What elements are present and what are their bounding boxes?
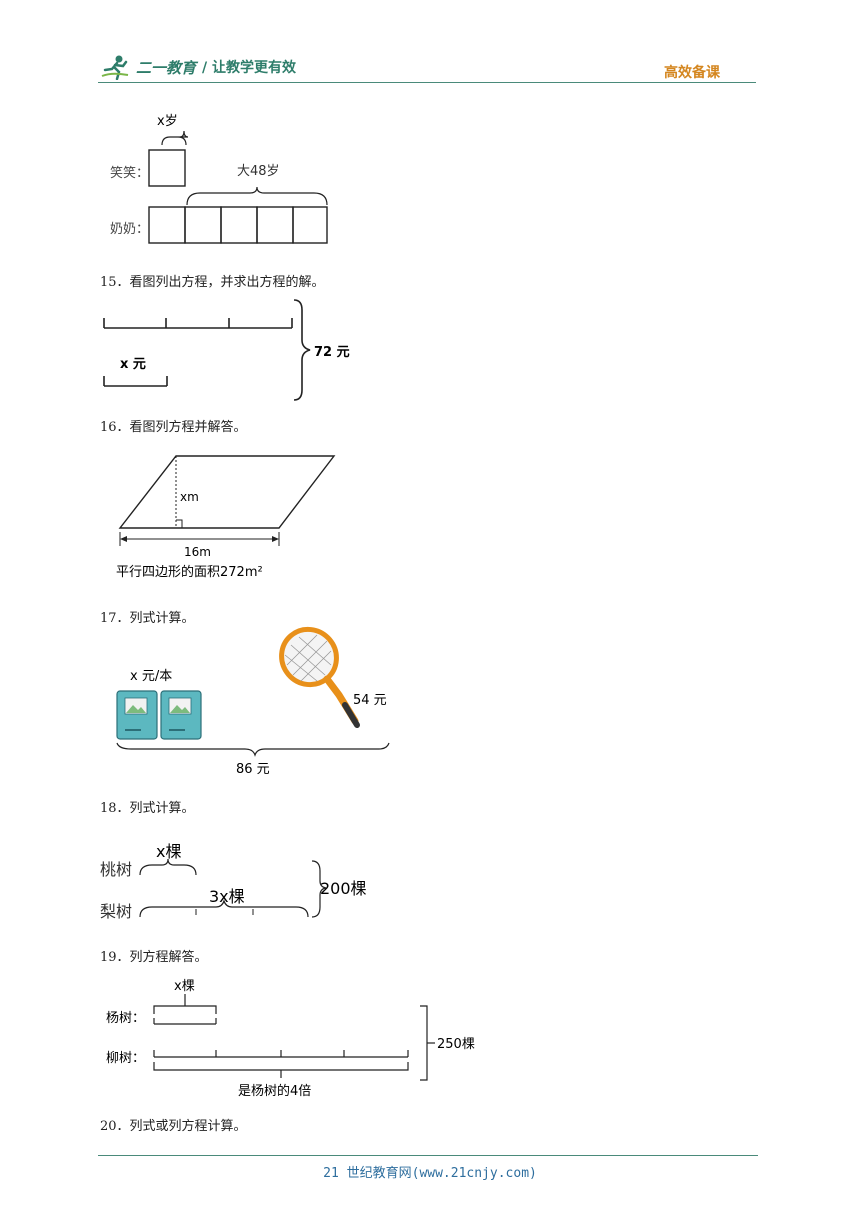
notebook-icon <box>160 690 202 740</box>
fig16-height-label: xm <box>180 490 199 504</box>
fig18-row2: 梨树 <box>100 902 132 921</box>
fig18-row1: 桃树 <box>100 860 132 879</box>
question-19: 19．列方程解答。 <box>100 950 208 965</box>
figure-16: xm 16m 平行四边形的面积272m² <box>116 455 336 580</box>
racket-icon <box>279 626 360 728</box>
fig14-row1: 笑笑： <box>110 165 149 181</box>
fig18-part1: x棵 <box>156 842 181 861</box>
question-20: 20．列式或列方程计算。 <box>100 1119 247 1134</box>
fig14-row2: 奶奶： <box>110 222 149 237</box>
header-tag: 高效备课 <box>664 65 720 81</box>
question-16: 16．看图列方程并解答。 <box>100 420 247 435</box>
fig14-top-label: x岁 <box>157 114 178 129</box>
notebook-icon <box>116 690 158 740</box>
runner-logo-icon <box>101 55 129 80</box>
fig15-total-label: 72 元 <box>314 345 350 360</box>
fig14-box-small <box>148 149 186 187</box>
header-brand: 二一教育 / 让教学更有效 <box>100 52 296 82</box>
footer-divider <box>98 1155 758 1156</box>
parallelogram <box>118 455 336 529</box>
figure-19: x棵 杨树： 柳树： 是杨树的4倍 250棵 <box>106 979 475 1099</box>
question-18: 18．列式计算。 <box>100 801 195 816</box>
fig17-racket-label: 54 元 <box>353 693 387 708</box>
fig19-row1: 杨树： <box>106 1011 145 1026</box>
fig14-diff-label: 大48岁 <box>237 164 280 179</box>
brand-slogan: / 让教学更有效 <box>202 60 297 76</box>
fig16-caption: 平行四边形的面积272m² <box>116 564 263 580</box>
fig19-part1: x棵 <box>174 979 195 994</box>
figure-14: x岁 笑笑： 大48岁 奶奶： <box>110 114 328 244</box>
fig18-total: 200棵 <box>320 879 367 898</box>
fig17-total-label: 86 元 <box>236 762 270 777</box>
fig15-part-label: x 元 <box>120 357 146 372</box>
question-15: 15．看图列出方程，并求出方程的解。 <box>100 275 325 290</box>
fig19-relation: 是杨树的4倍 <box>238 1083 311 1099</box>
brand-name: 二一教育 <box>136 58 197 77</box>
fig19-total: 250棵 <box>437 1037 475 1052</box>
footer-text[interactable]: 21 世纪教育网(www.21cnjy.com) <box>323 1166 537 1181</box>
question-17: 17．列式计算。 <box>100 611 195 626</box>
header-divider <box>98 82 756 83</box>
figure-18: x棵 桃树 3x棵 梨树 200棵 <box>100 842 367 921</box>
fig19-row2: 柳树： <box>106 1051 145 1066</box>
fig18-part2: 3x棵 <box>209 887 245 906</box>
fig16-base-label: 16m <box>184 545 211 559</box>
figure-15: x 元 72 元 <box>103 299 350 401</box>
fig17-price-label: x 元/本 <box>130 669 172 684</box>
figure-17: x 元/本 54 元 86 元 <box>116 626 390 777</box>
